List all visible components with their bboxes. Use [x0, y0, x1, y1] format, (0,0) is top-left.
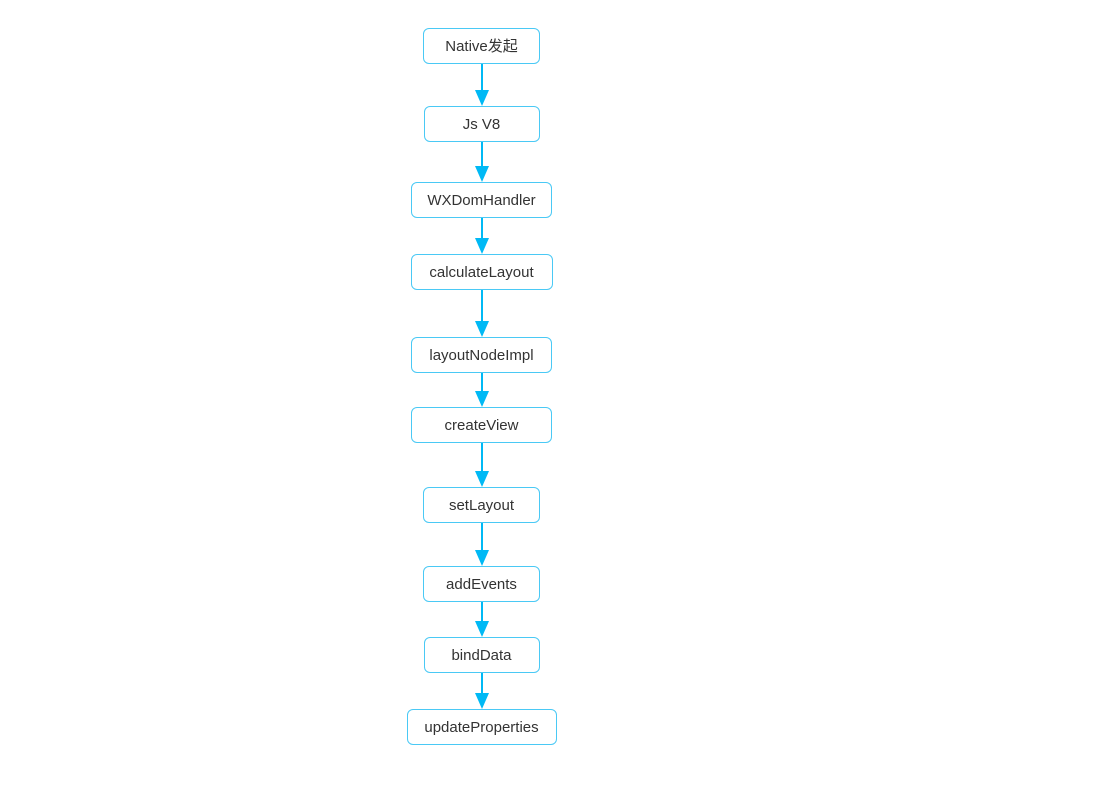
flow-node: Js V8 — [423, 106, 540, 142]
flow-node-label: createView — [444, 416, 519, 434]
arrow-line — [480, 290, 483, 323]
arrow-head-icon — [474, 550, 489, 566]
arrow-line — [480, 373, 483, 393]
flow-node: setLayout — [423, 487, 540, 523]
arrow-head-icon — [474, 621, 489, 637]
flow-node-label: Native发起 — [445, 37, 518, 55]
arrow-line — [480, 523, 483, 552]
arrow-head-icon — [474, 693, 489, 709]
flow-node: bindData — [423, 637, 540, 673]
flow-arrow — [474, 673, 489, 709]
flow-node-label: updateProperties — [424, 718, 539, 736]
arrow-line — [480, 218, 483, 240]
flow-node-label: WXDomHandler — [427, 191, 536, 209]
arrow-line — [480, 142, 483, 168]
flow-node-label: addEvents — [446, 575, 517, 593]
arrow-head-icon — [474, 90, 489, 106]
flow-node: WXDomHandler — [411, 182, 552, 218]
flow-arrow — [474, 64, 489, 106]
flow-node-label: setLayout — [448, 496, 515, 514]
flow-arrow — [474, 523, 489, 566]
flow-arrow — [474, 142, 489, 182]
flow-node: addEvents — [423, 566, 540, 602]
flow-arrow — [474, 218, 489, 254]
arrow-head-icon — [474, 238, 489, 254]
flow-node: Native发起 — [423, 28, 540, 64]
arrow-line — [480, 673, 483, 695]
flow-node: createView — [411, 407, 552, 443]
flow-arrow — [474, 373, 489, 407]
flow-node-label: bindData — [451, 646, 512, 664]
flow-arrow — [474, 290, 489, 337]
arrow-head-icon — [474, 166, 489, 182]
arrow-head-icon — [474, 391, 489, 407]
arrow-line — [480, 443, 483, 473]
flow-node-label: calculateLayout — [429, 263, 534, 281]
flow-node: updateProperties — [406, 709, 557, 745]
arrow-line — [480, 602, 483, 623]
flow-node: layoutNodeImpl — [411, 337, 552, 373]
flow-node-label: layoutNodeImpl — [429, 346, 534, 364]
arrow-head-icon — [474, 471, 489, 487]
flow-node-label: Js V8 — [462, 115, 501, 133]
flow-arrow — [474, 602, 489, 637]
arrow-line — [480, 64, 483, 92]
arrow-head-icon — [474, 321, 489, 337]
flow-arrow — [474, 443, 489, 487]
flow-node: calculateLayout — [410, 254, 553, 290]
